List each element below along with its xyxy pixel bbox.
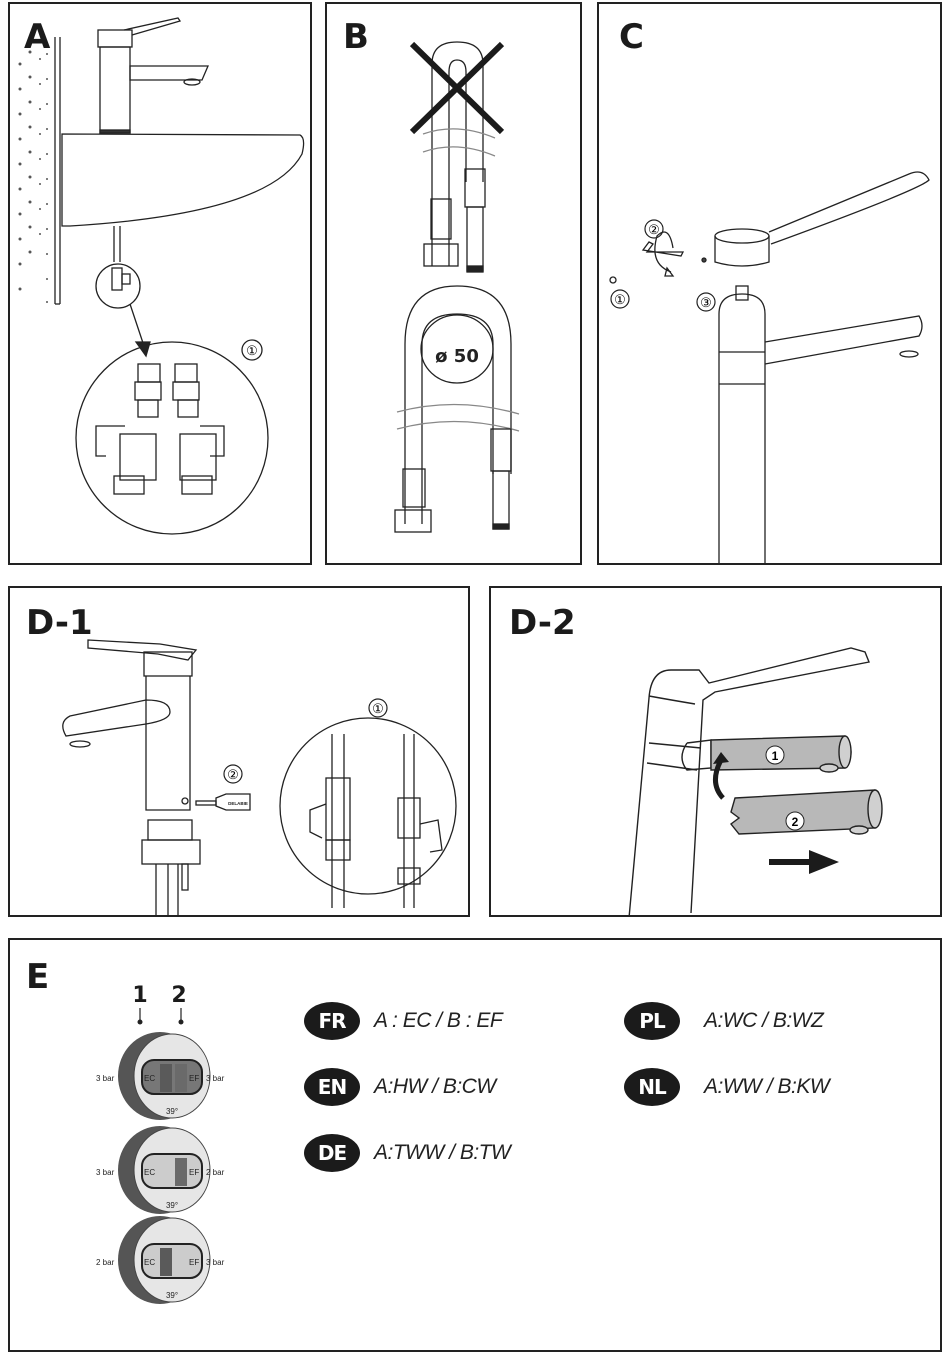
cartridge-2-temperature: 39°: [166, 1201, 178, 1210]
lang-mapping: A : EC / B : EF: [374, 1009, 503, 1032]
callout-3: ③: [700, 295, 712, 310]
lang-row-de: DE A:TWW / B:TW: [304, 1134, 511, 1172]
panel-d1-illustration: ① ② DELABIE: [62, 639, 457, 915]
panel-b-label: B: [343, 17, 369, 57]
lang-badge: PL: [624, 1002, 680, 1040]
cartridge-3-temperature: 39°: [166, 1291, 178, 1300]
cartridge-3: EC EF 2 bar 3 bar 39°: [96, 1216, 225, 1304]
panel-c-label: C: [619, 17, 644, 57]
panel-e: E 1 2 EC EF 3 bar 3 bar 39° EC EF 3 bar …: [8, 938, 942, 1352]
cross-icon: [409, 41, 505, 135]
panel-d1-label: D-1: [26, 603, 93, 643]
diameter-label: ø 50: [435, 346, 479, 367]
cartridge-1-right-code: EF: [189, 1074, 199, 1083]
panel-a-label: A: [24, 17, 51, 57]
cartridge-diagrams: 1 2 EC EF 3 bar 3 bar 39° EC EF 3 bar 2 …: [96, 983, 225, 1304]
cartridge-2-right-pressure: 2 bar: [206, 1168, 225, 1177]
callout-2: ②: [227, 767, 239, 782]
lang-badge: FR: [304, 1002, 360, 1040]
cartridge-1-left-code: EC: [144, 1074, 155, 1083]
panel-d2-label: D-2: [509, 603, 576, 643]
cartridge-1-right-pressure: 3 bar: [206, 1074, 225, 1083]
wall-dots: [18, 50, 48, 303]
callout-1: ①: [372, 701, 384, 716]
lang-mapping: A:HW / B:CW: [374, 1075, 496, 1098]
panel-d1: D-1 ① ② DELABIE: [8, 586, 470, 917]
panel-b-illustration: ø 50: [394, 41, 520, 533]
lang-row-fr: FR A : EC / B : EF: [304, 1002, 503, 1040]
panel-d2-illustration: 1 2: [628, 647, 883, 915]
column-number-1: 1: [132, 983, 147, 1008]
column-number-2: 2: [171, 983, 186, 1008]
lang-badge: EN: [304, 1068, 360, 1106]
lang-mapping: A:WW / B:KW: [704, 1075, 830, 1098]
lang-mapping: A:TWW / B:TW: [374, 1141, 511, 1164]
step-2-badge: 2: [792, 815, 799, 829]
cartridge-3-left-pressure: 2 bar: [96, 1258, 115, 1267]
cartridge-2: EC EF 3 bar 2 bar 39°: [96, 1126, 225, 1214]
panel-a: A: [8, 2, 312, 565]
cartridge-2-right-code: EF: [189, 1168, 199, 1177]
cartridge-3-left-code: EC: [144, 1258, 155, 1267]
panel-b: B ø 50: [325, 2, 582, 565]
panel-a-illustration: ①: [18, 17, 305, 535]
cartridge-2-left-code: EC: [144, 1168, 155, 1177]
lang-row-en: EN A:HW / B:CW: [304, 1068, 496, 1106]
cartridge-3-right-pressure: 3 bar: [206, 1258, 225, 1267]
panel-d2: D-2 1 2: [489, 586, 942, 917]
cartridge-2-left-pressure: 3 bar: [96, 1168, 115, 1177]
panel-e-label: E: [26, 957, 50, 997]
callout-1: ①: [246, 343, 258, 358]
step-1-badge: 1: [772, 749, 779, 763]
panel-c-illustration: ② ① ③: [609, 171, 930, 563]
callout-1: ①: [614, 292, 626, 307]
cartridge-1-temperature: 39°: [166, 1107, 178, 1116]
tool-brand-label: DELABIE: [228, 801, 248, 806]
lang-badge: DE: [304, 1134, 360, 1172]
lang-mapping: A:WC / B:WZ: [704, 1009, 824, 1032]
cartridge-3-right-code: EF: [189, 1258, 199, 1267]
cartridge-1-left-pressure: 3 bar: [96, 1074, 115, 1083]
callout-2: ②: [648, 222, 660, 237]
cartridge-1: EC EF 3 bar 3 bar 39°: [96, 1032, 225, 1120]
lang-badge: NL: [624, 1068, 680, 1106]
lang-row-pl: PL A:WC / B:WZ: [624, 1002, 824, 1040]
lang-row-nl: NL A:WW / B:KW: [624, 1068, 830, 1106]
panel-c: C ② ① ③: [597, 2, 942, 565]
